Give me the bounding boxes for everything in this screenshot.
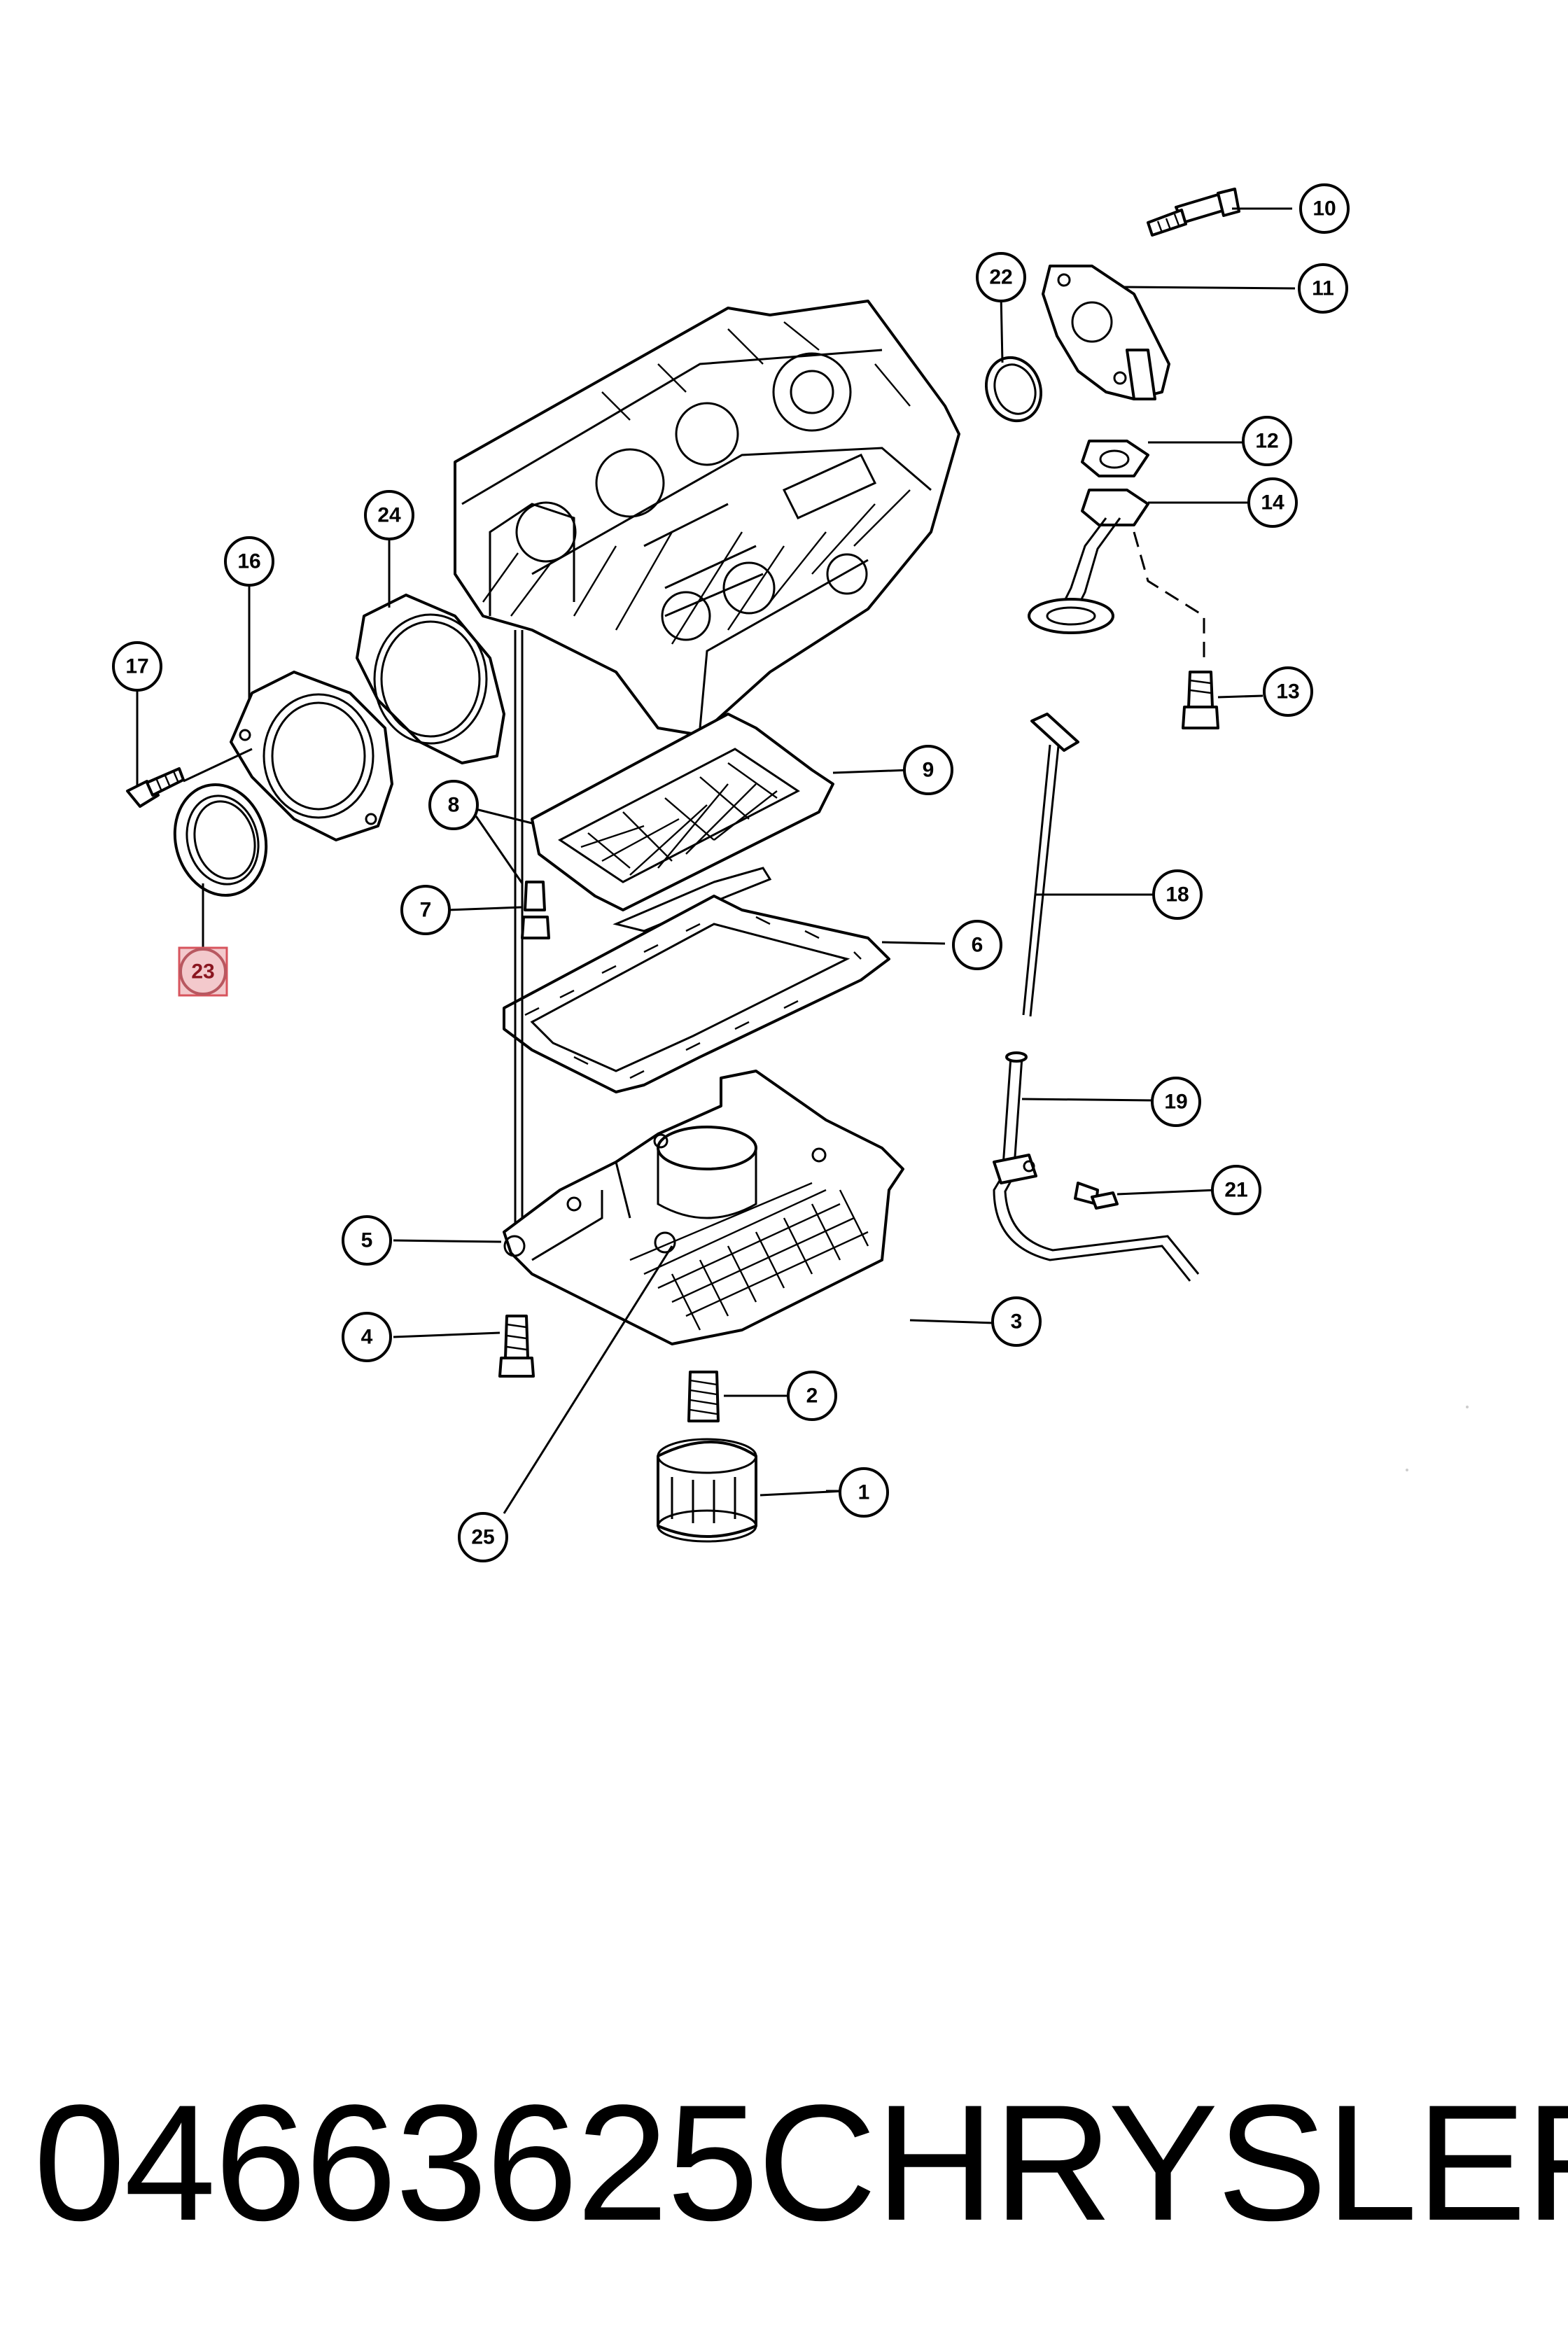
speck — [1466, 1406, 1469, 1408]
svg-text:4: 4 — [361, 1326, 373, 1349]
leader-22 — [1000, 293, 1004, 363]
leader-8 — [475, 808, 533, 884]
leader-11 — [1122, 286, 1296, 290]
svg-text:2: 2 — [806, 1385, 818, 1408]
leader-4 — [393, 1331, 500, 1338]
svg-text:10: 10 — [1312, 197, 1336, 220]
engine-block — [454, 300, 960, 736]
callout-22[interactable]: 22 — [976, 252, 1026, 302]
svg-text:13: 13 — [1276, 680, 1299, 704]
svg-text:21: 21 — [1224, 1179, 1247, 1202]
part-caption: 04663625 CHRYSLER — [34, 2058, 1568, 2268]
callout-1[interactable]: 1 — [839, 1467, 889, 1518]
callout-11[interactable]: 11 — [1298, 263, 1348, 314]
retainer-bolt — [126, 767, 185, 808]
oil-pickup-tube — [1028, 489, 1205, 665]
leader-1 — [760, 1490, 845, 1497]
pan-bolt — [498, 1315, 535, 1378]
callouts: 1 2 3 4 5 6 7 8 9 10 11 12 13 14 16 17 1… — [112, 183, 1350, 1562]
callout-4[interactable]: 4 — [342, 1312, 392, 1362]
svg-text:23: 23 — [191, 960, 214, 983]
callout-14[interactable]: 14 — [1247, 477, 1298, 528]
oil-pump — [1042, 265, 1170, 400]
dipstick-tube — [993, 1051, 1200, 1282]
oil-filter — [657, 1438, 757, 1543]
svg-text:11: 11 — [1312, 277, 1334, 300]
svg-text:22: 22 — [989, 266, 1012, 289]
leader-5 — [393, 1239, 502, 1243]
svg-text:16: 16 — [237, 550, 260, 573]
svg-text:6: 6 — [972, 934, 983, 957]
callout-25[interactable]: 25 — [458, 1512, 508, 1562]
leader-13 — [1217, 694, 1264, 699]
callout-9[interactable]: 9 — [903, 745, 953, 795]
speck — [1406, 1469, 1408, 1471]
oil-pan — [503, 1070, 904, 1345]
callout-18[interactable]: 18 — [1152, 869, 1203, 920]
callout-13[interactable]: 13 — [1263, 666, 1313, 717]
callout-17[interactable]: 17 — [112, 641, 162, 692]
oil-dipstick — [1022, 713, 1079, 1017]
leader-19 — [1021, 1098, 1154, 1102]
rear-seal-retainer — [230, 671, 393, 841]
tube-bolt — [1074, 1182, 1119, 1210]
svg-text:9: 9 — [923, 759, 934, 782]
callout-24[interactable]: 24 — [364, 490, 414, 540]
pump-o-ring — [984, 356, 1043, 423]
rear-seal-retainer-gasket — [356, 594, 505, 764]
leader-lines — [136, 207, 1296, 1514]
pan-stud — [514, 630, 550, 1246]
svg-text:18: 18 — [1166, 883, 1189, 906]
brand-name: CHRYSLER — [757, 2071, 1568, 2255]
leader-3 — [909, 1319, 995, 1324]
callout-3[interactable]: 3 — [991, 1296, 1042, 1347]
callout-10[interactable]: 10 — [1299, 183, 1350, 234]
part-number: 04663625 — [34, 2071, 759, 2255]
callout-16[interactable]: 16 — [224, 536, 274, 587]
callout-8[interactable]: 8 — [428, 780, 479, 830]
callout-12[interactable]: 12 — [1242, 416, 1292, 466]
exploded-parts-diagram: 1 2 3 4 5 6 7 8 9 10 11 12 13 14 16 17 1… — [112, 183, 1469, 1562]
leader-21 — [1116, 1189, 1217, 1196]
windage-tray — [531, 713, 834, 932]
leader-7 — [447, 906, 523, 911]
svg-text:5: 5 — [361, 1229, 373, 1252]
svg-text:24: 24 — [377, 504, 401, 527]
svg-text:1: 1 — [858, 1481, 870, 1504]
svg-text:12: 12 — [1255, 430, 1278, 453]
pickup-tube-gasket — [1081, 440, 1149, 477]
rear-main-seal — [173, 783, 268, 897]
svg-text:3: 3 — [1011, 1310, 1023, 1334]
callout-19[interactable]: 19 — [1151, 1077, 1201, 1127]
leader-25 — [503, 1245, 673, 1514]
svg-text:7: 7 — [420, 899, 432, 922]
callout-2[interactable]: 2 — [787, 1371, 837, 1421]
oil-pan-gasket — [503, 895, 890, 1093]
leader-6 — [881, 941, 946, 945]
svg-text:8: 8 — [448, 794, 460, 817]
svg-text:19: 19 — [1164, 1091, 1187, 1114]
svg-text:14: 14 — [1261, 491, 1284, 514]
pickup-bolt — [1182, 671, 1219, 729]
callout-23-highlighted[interactable]: 23 — [178, 946, 228, 997]
oil-filter-adapter — [687, 1371, 720, 1422]
pump-bolt — [1147, 188, 1240, 237]
svg-text:25: 25 — [471, 1526, 494, 1549]
callout-7[interactable]: 7 — [400, 885, 451, 935]
leader-9 — [832, 769, 911, 774]
svg-text:17: 17 — [125, 655, 148, 678]
callout-5[interactable]: 5 — [342, 1215, 392, 1266]
callout-6[interactable]: 6 — [952, 920, 1002, 970]
callout-21[interactable]: 21 — [1211, 1165, 1261, 1215]
